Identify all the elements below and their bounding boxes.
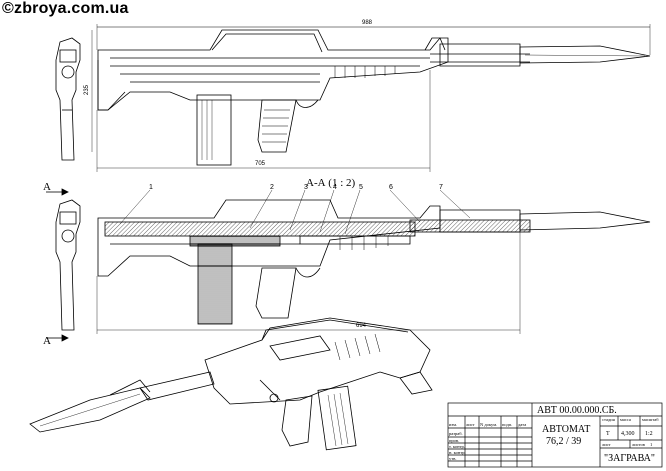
callout-1: 1 xyxy=(149,184,153,191)
tb-sheets-label: листов xyxy=(632,442,645,447)
callout-5: 5 xyxy=(359,184,363,191)
tb-col-list: лист xyxy=(466,422,475,427)
top-view xyxy=(91,24,651,172)
title-block xyxy=(447,402,663,468)
tb-sheets-value: 1 xyxy=(650,442,652,447)
tb-col-izm: изм. xyxy=(449,422,457,427)
product-caliber: 76,2 / 39 xyxy=(546,436,581,447)
tb-stage-value: Т xyxy=(606,431,610,437)
org-name: "ЗАГРАВА" xyxy=(604,453,655,464)
tb-row-nkontr: н. контр. xyxy=(449,450,466,455)
callout-labels: 1 2 3 4 5 6 7 xyxy=(149,184,443,191)
dim-section-length: 694 xyxy=(356,323,367,329)
perspective-view xyxy=(29,317,433,451)
section-view xyxy=(96,189,651,334)
callout-3: 3 xyxy=(304,184,308,191)
tb-row-razrab: разраб. xyxy=(449,431,463,436)
product-name: АВТОМАТ xyxy=(542,424,590,435)
end-view-top xyxy=(55,37,81,161)
tb-mass-value: 4,300 xyxy=(621,431,635,437)
callout-2: 2 xyxy=(270,184,274,191)
tb-row-prov: пров. xyxy=(449,438,459,443)
callout-4: 4 xyxy=(333,184,337,191)
callout-6: 6 xyxy=(389,184,393,191)
section-label: А-А (1 : 2) xyxy=(306,177,356,189)
tb-col-sign: подп. xyxy=(502,422,512,427)
tb-col-doc: N докум. xyxy=(480,422,497,427)
end-view-section xyxy=(46,188,81,342)
tb-scale-header: масштаб xyxy=(642,417,659,422)
tb-sheet-label: лист xyxy=(602,442,611,447)
tb-mass-header: масса xyxy=(620,417,631,422)
tb-row-tkontr: т. контр. xyxy=(449,444,465,449)
view-mark-a-bottom: А xyxy=(43,335,51,347)
tb-stage-header: стадия xyxy=(602,417,615,422)
dim-height: 235 xyxy=(84,84,90,95)
view-mark-a-top: А xyxy=(43,181,51,193)
callout-7: 7 xyxy=(439,184,443,191)
drawing-code: АВТ 00.00.000.СБ. xyxy=(537,405,617,416)
dim-overall-length: 988 xyxy=(362,20,373,26)
tb-col-date: дата xyxy=(518,422,526,427)
tb-row-utv: утв. xyxy=(449,456,456,461)
watermark-text: ©zbroya.com.ua xyxy=(2,0,129,17)
tb-scale-value: 1:2 xyxy=(645,431,653,437)
dim-folded-length: 705 xyxy=(255,161,266,167)
